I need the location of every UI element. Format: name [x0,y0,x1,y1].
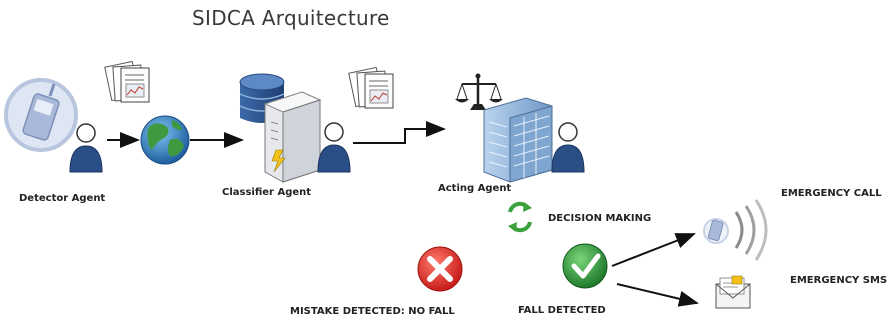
mistake-label: MISTAKE DETECTED: NO FALL [290,306,455,317]
arrow-fall-to-call [611,233,696,267]
server-icon [263,91,322,183]
classifier-person-icon [317,122,351,173]
building-icon [483,97,553,183]
mistake-x-icon [417,246,463,292]
fall-detected-label: FALL DETECTED [518,305,606,316]
detector-phone-icon [4,78,78,152]
globe-icon [140,115,190,165]
diagram-title: SIDCA Arquitecture [192,6,390,30]
arrow-classifier-to-acting [353,121,446,144]
detector-person-icon [69,123,103,173]
fall-check-icon [562,243,608,289]
decision-cycle-icon [508,201,532,233]
classifier-agent-label: Classifier Agent [222,187,312,198]
arrow-fall-to-sms [616,283,699,307]
scales-icon [455,73,503,110]
acting-agent-label: Acting Agent [438,183,512,194]
decision-making-label: DECISION MAKING [548,213,652,224]
sms-envelope-icon [715,275,751,309]
emergency-phone-icon [703,199,768,261]
document-stack-icon [104,60,150,103]
emergency-sms-label: EMERGENCY SMS [790,275,888,286]
document-stack-icon [348,66,394,109]
detector-agent-label: Detector Agent [19,193,106,204]
acting-person-icon [551,122,585,173]
emergency-call-label: EMERGENCY CALL [781,188,882,199]
